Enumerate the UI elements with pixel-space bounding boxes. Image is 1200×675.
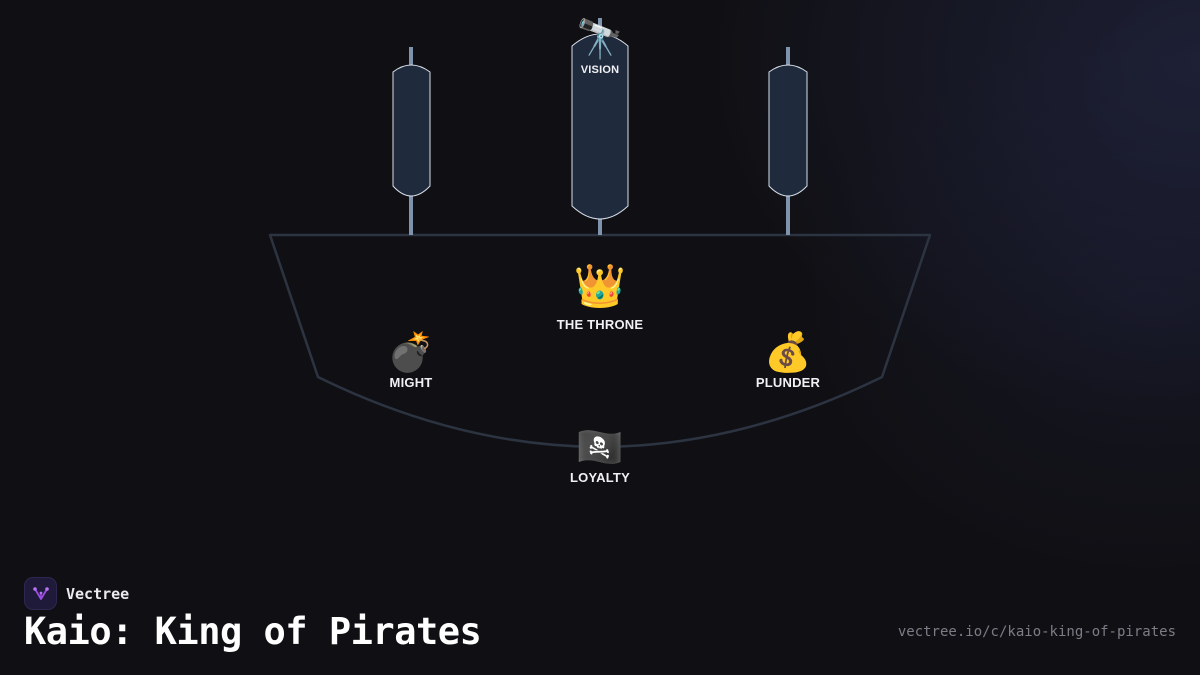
node-plunder-label: PLUNDER: [755, 375, 821, 390]
sail-right: [768, 64, 808, 197]
node-vision[interactable]: 🔭 VISION: [576, 20, 623, 76]
money-bag-icon: 💰: [764, 330, 812, 374]
course-url[interactable]: vectree.io/c/kaio-king-of-pirates: [897, 624, 1176, 640]
node-plunder[interactable]: 💰 PLUNDER: [756, 333, 820, 390]
sail-left: [392, 64, 431, 197]
node-vision-label: VISION: [580, 64, 620, 76]
vectree-logo-icon: [24, 577, 57, 610]
brand-name: Vectree: [66, 584, 130, 603]
node-throne-label: THE THRONE: [556, 317, 644, 332]
sail-center: [571, 33, 629, 220]
telescope-icon: 🔭: [576, 17, 624, 61]
crown-icon: 👑: [573, 261, 627, 310]
brand[interactable]: Vectree: [24, 577, 129, 610]
node-loyalty-label: LOYALTY: [570, 470, 630, 485]
node-loyalty[interactable]: 🏴‍☠️ LOYALTY: [570, 428, 630, 485]
bomb-icon: 💣: [387, 330, 435, 374]
node-throne[interactable]: 👑 THE THRONE: [556, 261, 644, 333]
page-title: Kaio: King of Pirates: [24, 610, 482, 653]
ship-hull: [268, 233, 932, 449]
pirate-flag-icon: 🏴‍☠️: [576, 425, 624, 469]
node-might[interactable]: 💣 MIGHT: [387, 333, 434, 390]
node-might-label: MIGHT: [389, 375, 433, 390]
